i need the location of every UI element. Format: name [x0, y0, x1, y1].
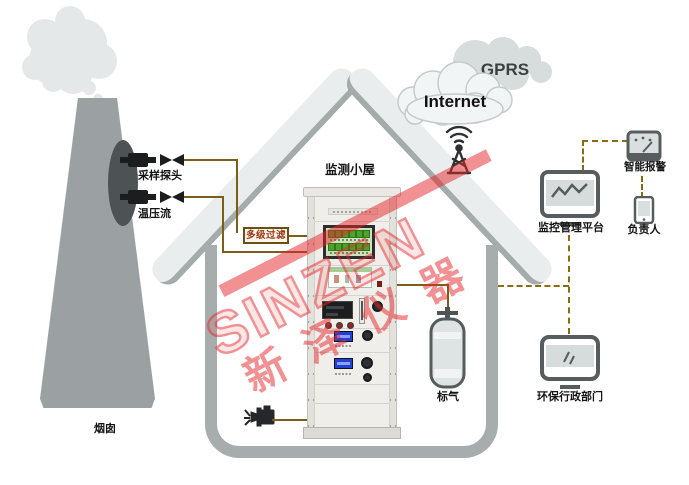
plc-touchscreen — [323, 225, 375, 259]
smokestack — [40, 98, 155, 408]
sample-line-2-v — [221, 195, 224, 253]
cabinet-base — [303, 427, 401, 439]
power-indicator — [377, 281, 382, 287]
dash-to-alarm — [582, 140, 628, 142]
control-knob-red — [336, 322, 343, 329]
sampling-probe-icon — [120, 153, 184, 167]
control-knob-red — [347, 322, 354, 329]
cal-gas-line-h — [397, 283, 449, 286]
cabinet-rail-left — [308, 197, 315, 427]
epa-terminal-icon — [540, 335, 600, 389]
house-label: 监测小屋 — [324, 163, 375, 177]
person-label: 负责人 — [627, 224, 661, 236]
temp-pressure-flow-probe-icon — [120, 190, 184, 204]
lcd-readout-1 — [334, 331, 353, 342]
small-knob — [363, 373, 372, 382]
sample-pump-knob — [361, 357, 373, 369]
sample-line-1-h — [184, 158, 238, 161]
sample-line-2-h — [184, 195, 224, 198]
probe-top-label: 采样探头 — [138, 170, 182, 182]
dash-platform-down — [568, 235, 570, 334]
dark-readout-display — [322, 301, 353, 319]
monitoring-platform-icon — [540, 170, 600, 226]
sample-line-2-to-cabinet — [221, 250, 308, 253]
trend-line-icon — [551, 183, 588, 198]
house-walls — [205, 245, 498, 458]
cabinet-rail-right — [389, 197, 396, 427]
screen-slash-icon — [563, 351, 570, 363]
cabinet-body — [307, 196, 397, 428]
valve-icon — [160, 191, 172, 203]
dash-alarm-to-person — [641, 176, 643, 198]
dash-platform-up — [582, 140, 584, 171]
exhaust-line — [272, 418, 307, 421]
cal-gas-line-v — [446, 283, 449, 320]
gprs-label: GPRS — [481, 60, 529, 79]
smoke-plume-icon — [22, 6, 117, 103]
analyzer-display-panel — [328, 267, 372, 288]
flow-rotameter — [359, 298, 365, 324]
analyzer-cabinet — [303, 187, 401, 439]
internet-cloud — [397, 61, 513, 126]
phone-icon — [633, 196, 655, 224]
gas-cylinder-icon — [429, 307, 466, 389]
pressure-gauge — [362, 330, 373, 341]
antenna-icon — [445, 125, 473, 175]
cal-gas-label: 标气 — [437, 391, 459, 403]
cabinet-nameplate — [328, 208, 378, 215]
alarm-label: 智能报警 — [624, 161, 666, 173]
internet-label: Internet — [424, 92, 487, 111]
multistage-filter-box: 多级过滤 — [243, 227, 289, 244]
exhaust-vent-icon — [244, 405, 275, 427]
probe-bottom-label: 温压流 — [138, 208, 171, 220]
smart-alarm-icon — [626, 130, 662, 162]
valve-icon — [160, 154, 172, 166]
sample-line-1-v — [235, 158, 238, 233]
round-gauge — [372, 301, 383, 312]
dash-house-to-network — [498, 285, 569, 287]
network-clouds: GPRS Internet — [397, 37, 552, 126]
stack-label: 烟囱 — [94, 423, 116, 435]
control-knob-red — [325, 322, 332, 329]
gauge-needle-icon — [642, 141, 653, 153]
platform-label: 监控管理平台 — [538, 222, 604, 234]
epa-label: 环保行政部门 — [537, 391, 603, 403]
lcd-readout-2 — [334, 358, 353, 369]
